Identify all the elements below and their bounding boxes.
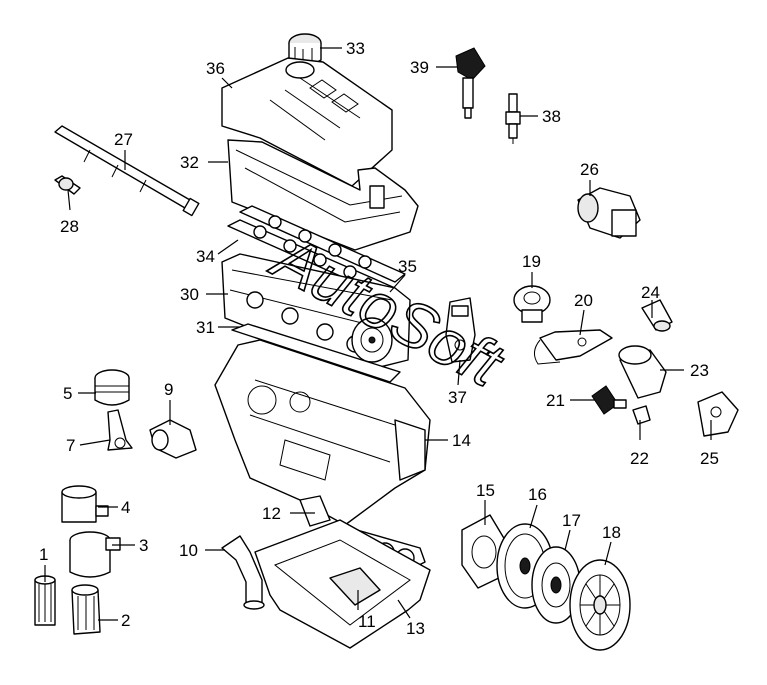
oil-filter-housing — [61, 485, 109, 523]
callout-36: 36 — [206, 59, 225, 78]
callout-37: 37 — [448, 388, 467, 407]
engine-top-cover — [221, 57, 393, 187]
engine-block — [214, 339, 431, 526]
callout-20: 20 — [574, 291, 593, 310]
fuel-rail — [54, 125, 200, 217]
callout-26: 26 — [580, 160, 599, 179]
callout-15: 15 — [476, 481, 495, 500]
knock-sensor — [641, 299, 673, 332]
starter-motor — [577, 187, 641, 239]
callout-18: 18 — [602, 523, 621, 542]
callout-19: 19 — [522, 252, 541, 271]
idle-air-valve — [513, 285, 551, 323]
oil-filter — [618, 345, 667, 399]
callout-16: 16 — [528, 485, 547, 504]
camshaft-pulley — [351, 317, 393, 363]
callout-32: 32 — [180, 153, 199, 172]
engine-mount — [697, 391, 739, 437]
spark-plug — [505, 93, 521, 144]
camshafts — [227, 205, 406, 297]
callout-24: 24 — [641, 283, 660, 302]
callout-9: 9 — [164, 380, 173, 399]
callout-27: 27 — [114, 130, 133, 149]
callout-35: 35 — [398, 257, 417, 276]
thermostat-housing — [445, 297, 476, 363]
oil-pressure-switch — [591, 385, 627, 415]
valve-cover — [227, 139, 419, 251]
callout-12: 12 — [262, 504, 281, 523]
callout-38: 38 — [542, 107, 561, 126]
callout-33: 33 — [346, 39, 365, 58]
head-gasket — [231, 323, 401, 383]
callout-39: 39 — [410, 58, 429, 77]
oil-pan — [254, 519, 431, 649]
callout-11: 11 — [358, 612, 376, 631]
temperature-sensor — [632, 405, 651, 425]
callout-17: 17 — [562, 511, 581, 530]
pressure-plate — [569, 559, 631, 651]
callout-23: 23 — [690, 361, 709, 380]
oil-filter-element — [34, 575, 56, 626]
callout-28: 28 — [60, 217, 79, 236]
clutch-disc — [531, 546, 581, 624]
callout-34: 34 — [196, 247, 215, 266]
oil-pan-gasket — [299, 495, 331, 527]
piston — [94, 369, 130, 406]
callout-30: 30 — [180, 285, 199, 304]
callout-labels: 1 2 3 4 5 7 9 10 11 12 13 14 15 16 17 18… — [39, 39, 719, 638]
callout-21: 21 — [546, 391, 565, 410]
callout-25: 25 — [700, 449, 719, 468]
connecting-rod — [107, 409, 133, 451]
callout-13: 13 — [406, 619, 425, 638]
fuel-injector — [54, 175, 81, 195]
callout-22: 22 — [630, 449, 649, 468]
callout-1: 1 — [39, 545, 48, 564]
callout-2: 2 — [121, 611, 130, 630]
leader-lines — [44, 47, 712, 621]
callout-14: 14 — [452, 431, 471, 450]
oil-cooler — [69, 531, 121, 578]
callout-3: 3 — [139, 536, 148, 555]
ignition-coil — [455, 47, 486, 119]
oil-pickup-tube — [221, 535, 265, 610]
callout-4: 4 — [121, 498, 130, 517]
filter-cap — [71, 584, 101, 635]
sensor-bracket — [534, 329, 613, 365]
callout-10: 10 — [179, 541, 198, 560]
callout-7: 7 — [66, 436, 75, 455]
callout-5: 5 — [63, 384, 72, 403]
water-outlet — [149, 419, 197, 459]
callout-31: 31 — [196, 318, 215, 337]
